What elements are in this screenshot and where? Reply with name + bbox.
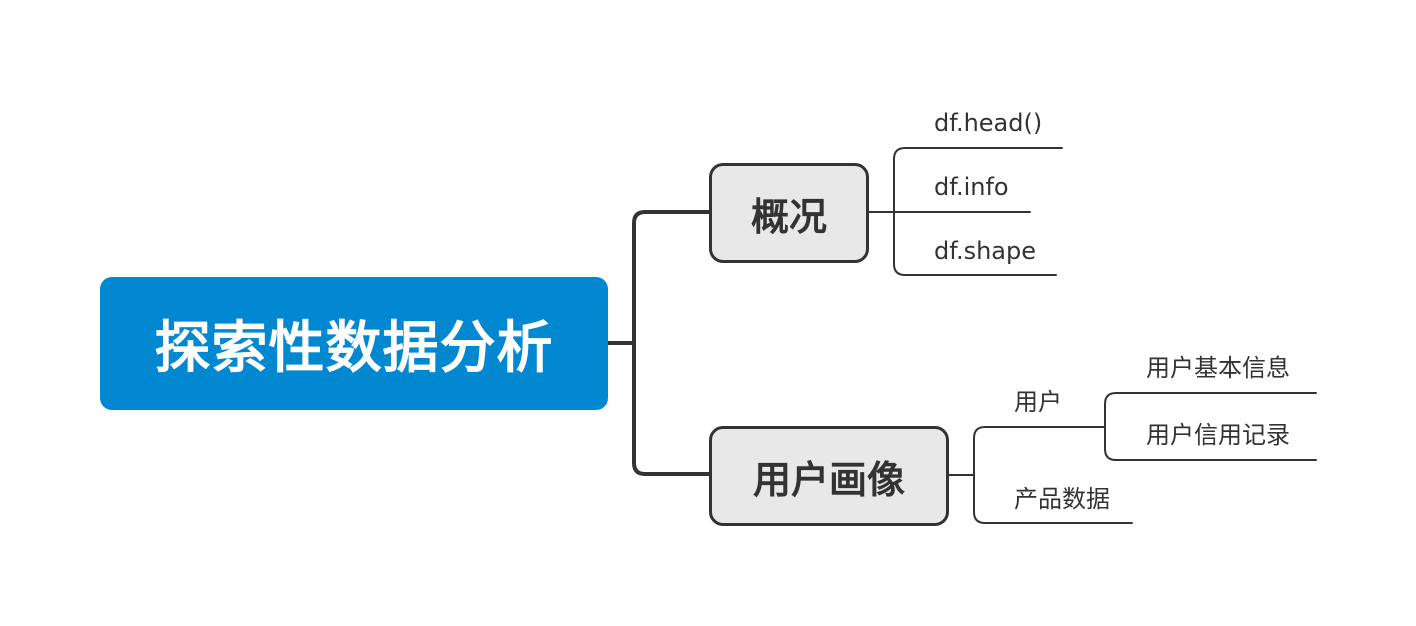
topic-user-portrait[interactable]: 用户画像 [709,426,949,526]
root-topic[interactable]: 探索性数据分析 [100,277,608,410]
connector-root-to-portrait [632,341,711,476]
connector-portrait-to-user [973,426,1106,476]
subtopic-df-info[interactable]: df.info [934,173,1009,201]
connector-user-to-credit [1104,426,1317,461]
subtopic-user-credit-record[interactable]: 用户信用记录 [1146,421,1290,449]
subtopic-df-head[interactable]: df.head() [934,109,1043,137]
connector-root-to-overview [632,210,711,345]
connector-overview-to-head [893,147,1063,213]
connector-user-to-basic [1104,392,1317,428]
subtopic-product-data[interactable]: 产品数据 [1014,485,1110,513]
connector-overview-to-shape [893,211,1057,276]
subtopic-user[interactable]: 用户 [1014,388,1062,416]
topic-overview[interactable]: 概况 [709,163,869,263]
subtopic-user-basic-info[interactable]: 用户基本信息 [1146,354,1290,382]
connector-portrait-to-product [973,474,1133,524]
subtopic-df-shape[interactable]: df.shape [934,237,1036,265]
